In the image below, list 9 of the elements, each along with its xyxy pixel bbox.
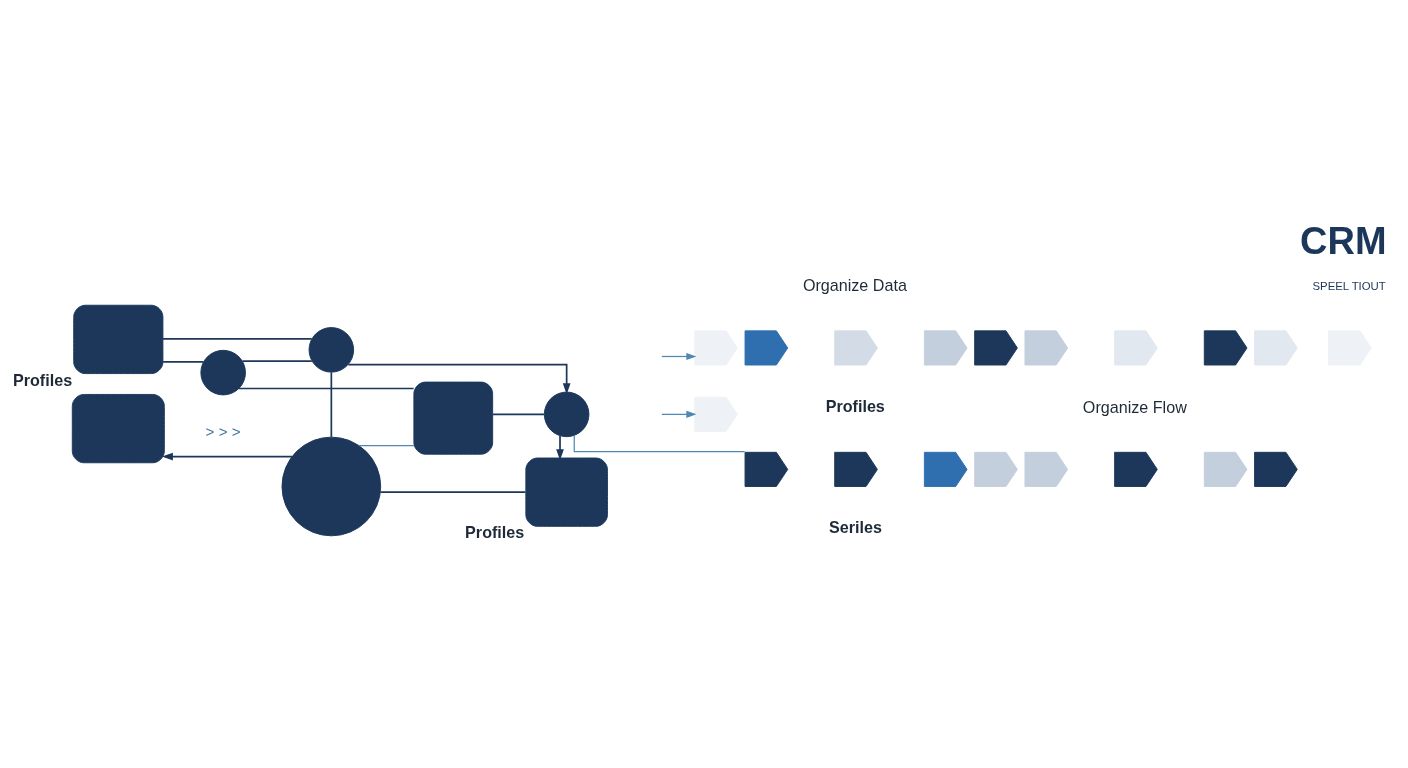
- label: SPEEL TIOUT: [1312, 280, 1386, 293]
- node-label: Profiles: [465, 523, 525, 542]
- label: Seriles: [829, 518, 882, 537]
- node-label: Profiles: [12, 370, 73, 389]
- label: Organize Data: [802, 276, 907, 295]
- label: Profiles: [825, 396, 885, 415]
- diagram-title: CRM: [1300, 220, 1387, 263]
- label: > > >: [205, 422, 241, 440]
- label: Organize Flow: [1082, 397, 1187, 416]
